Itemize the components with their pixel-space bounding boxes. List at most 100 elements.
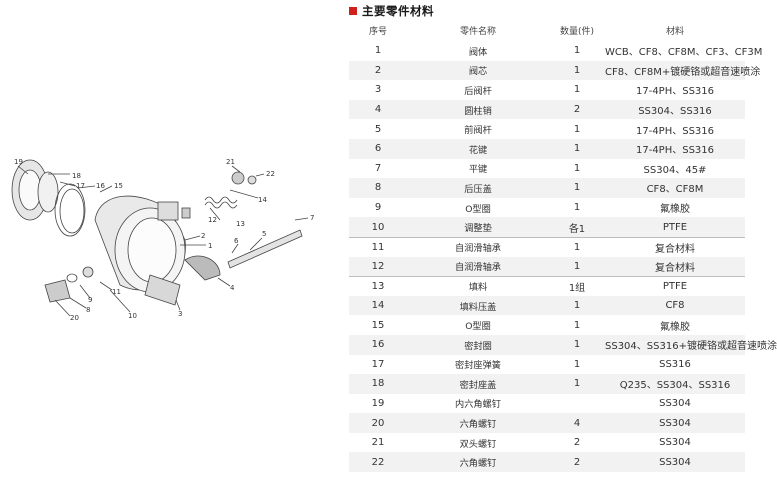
cell-name: 前阀杆: [464, 125, 492, 137]
part-label-9: 9: [88, 296, 92, 304]
cell-qty: 1: [573, 319, 581, 331]
cell-material: SS304: [659, 417, 691, 429]
cell-name: O型圈: [465, 203, 491, 215]
cell-qty: 1: [573, 182, 581, 194]
part-label-5: 5: [262, 230, 266, 238]
cell-no: 12: [371, 260, 385, 272]
cell-material: SS304: [659, 456, 691, 468]
cell-no: 5: [374, 123, 382, 135]
cell-name: 密封座盖: [459, 379, 497, 391]
part-label-18: 18: [72, 172, 81, 180]
table-row: 5 前阀杆 1 17-4PH、SS316: [349, 119, 745, 139]
cell-name: 后阀杆: [464, 85, 492, 97]
cell-material: SS304: [659, 437, 691, 449]
cell-material: SS304、SS316: [638, 106, 712, 118]
cell-no: 3: [374, 84, 382, 96]
cell-no: 21: [371, 437, 385, 449]
cell-material: 17-4PH、SS316: [635, 145, 715, 157]
part-label-19: 19: [14, 158, 23, 166]
cell-no: 14: [371, 300, 385, 312]
cell-qty: 各1: [568, 223, 586, 235]
table-row: 22 六角螺钉 2 SS304: [349, 452, 745, 473]
cell-qty: 1: [573, 143, 581, 155]
cell-no: 10: [371, 221, 385, 233]
cell-name: 六角螺钉: [459, 419, 497, 431]
cell-name: 填料压盖: [459, 301, 497, 313]
cell-qty: 2: [573, 104, 581, 116]
cell-name: 填料: [468, 282, 488, 294]
cell-material: 17-4PH、SS316: [635, 125, 715, 137]
cell-qty: 4: [573, 417, 581, 429]
cell-material: Q235、SS304、SS316: [619, 380, 731, 392]
cell-name: 圆柱销: [464, 105, 492, 117]
cell-no: 8: [374, 182, 382, 194]
cell-qty: 1: [573, 123, 581, 135]
table-row: 20 六角螺钉 4 SS304: [349, 413, 745, 433]
cell-name: O型圈: [465, 321, 491, 333]
cell-material: 复合材料: [655, 262, 695, 274]
cell-qty: 2: [573, 456, 581, 468]
part-label-13: 13: [236, 220, 245, 228]
cell-name: 平键: [468, 164, 488, 176]
cell-name: 调整垫: [464, 223, 492, 235]
cell-material: 氟橡胶: [660, 321, 690, 333]
part-label-4: 4: [230, 284, 235, 292]
cell-material: CF8、CF8M+镀硬铬或超音速喷涂: [605, 66, 761, 78]
cell-no: 22: [371, 456, 385, 468]
header-material: 材料: [665, 27, 684, 37]
part-label-17: 17: [76, 182, 85, 190]
cell-name: 六角螺钉: [459, 458, 497, 470]
cell-material: 氟橡胶: [660, 204, 690, 216]
cell-name: 密封座弹簧: [455, 360, 501, 372]
section-header: 主要零件材料: [349, 2, 434, 20]
cell-qty: 1组: [568, 282, 586, 294]
cell-material: CF8: [665, 300, 685, 312]
cell-no: 19: [371, 397, 385, 409]
cell-material: CF8、CF8M: [646, 184, 704, 196]
cell-no: 7: [374, 162, 382, 174]
cell-qty: 1: [573, 64, 581, 76]
cell-qty: 1: [573, 202, 581, 214]
cell-name: 阀芯: [468, 66, 488, 78]
part-label-12: 12: [208, 216, 217, 224]
cell-material: 复合材料: [655, 243, 695, 255]
cell-no: 15: [371, 319, 385, 331]
table-row: 2 阀芯 1 CF8、CF8M+镀硬铬或超音速喷涂: [349, 60, 761, 81]
part-label-22: 22: [266, 170, 275, 178]
part-label-8: 8: [86, 306, 90, 314]
cell-name: 花键: [468, 144, 488, 156]
cell-no: 6: [374, 143, 382, 155]
exploded-view-diagram: 19 18 17 16 15 2 1 12 13 14 21 22 7 5 6 …: [0, 150, 330, 330]
table-header-row: 序号 零件名称 数量(件) 材料: [349, 20, 745, 41]
cell-name: 阀体: [468, 46, 488, 58]
header-name: 零件名称: [459, 27, 496, 37]
cell-no: 2: [374, 64, 382, 76]
part-label-15: 15: [114, 182, 123, 190]
cell-no: 18: [371, 378, 385, 390]
cell-qty: 1: [573, 339, 581, 351]
cell-material: PTFE: [662, 280, 688, 292]
cell-qty: 1: [573, 162, 581, 174]
cell-material: PTFE: [662, 221, 688, 233]
part-label-21: 21: [226, 158, 235, 166]
cell-qty: 1: [573, 45, 581, 57]
cell-name: 自润滑轴承: [455, 262, 501, 274]
cell-no: 11: [371, 241, 385, 253]
cell-name: 自润滑轴承: [455, 243, 501, 255]
part-label-11: 11: [112, 288, 121, 296]
cell-no: 20: [371, 417, 385, 429]
header-qty: 数量(件): [559, 27, 595, 37]
cell-no: 1: [374, 45, 382, 57]
